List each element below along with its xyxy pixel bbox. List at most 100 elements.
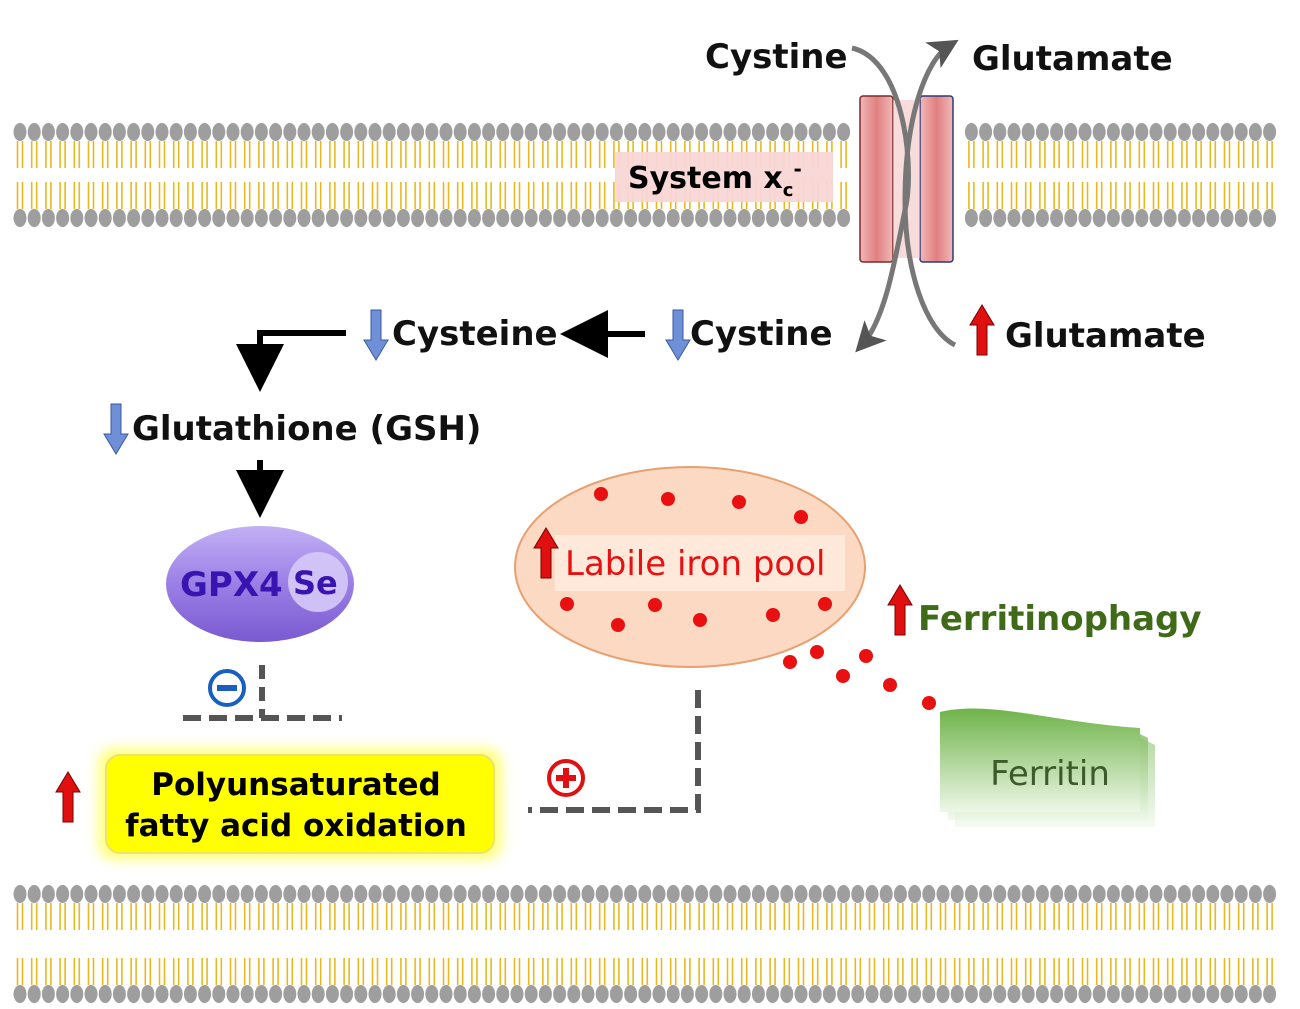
selenium-cofactor (288, 552, 348, 612)
lipid-head (411, 123, 425, 141)
lipid-head (609, 985, 623, 1003)
lipid-head (1163, 885, 1177, 903)
lipid-head (979, 985, 993, 1003)
lipid-head (553, 985, 567, 1003)
lipid-head (1078, 209, 1092, 227)
iron-dot (883, 678, 897, 692)
lipid-head (382, 209, 396, 227)
lipid-head (737, 985, 751, 1003)
lipid-head (368, 885, 382, 903)
lipid-head (822, 123, 836, 141)
lipid-head (723, 209, 737, 227)
lipid-head (993, 123, 1007, 141)
lipid-head (411, 885, 425, 903)
lipid-head (169, 985, 183, 1003)
lipid-head (524, 885, 538, 903)
labile-iron-label-bg (555, 535, 845, 591)
lipid-head (155, 885, 169, 903)
lipid-head (893, 985, 907, 1003)
lipid-head (1248, 985, 1262, 1003)
lipid-head (1192, 885, 1206, 903)
lipid-head (482, 123, 496, 141)
gsh-label: Glutathione (GSH) (132, 409, 481, 449)
iron-dot (836, 669, 850, 683)
lipid-head (425, 209, 439, 227)
lipid-head (624, 209, 638, 227)
lipid-head (879, 985, 893, 1003)
lipid-head (652, 123, 666, 141)
lipid-head (553, 209, 567, 227)
lipid-head (183, 985, 197, 1003)
lipid-head (1177, 209, 1191, 227)
lipid-head (1149, 209, 1163, 227)
lipid-head (482, 209, 496, 227)
lipid-head (1064, 123, 1078, 141)
lipid-head (127, 985, 141, 1003)
iron-dot (922, 696, 936, 710)
lipid-head (581, 985, 595, 1003)
lipid-head (723, 885, 737, 903)
gpx4-label: GPX4 (180, 565, 283, 605)
lipid-head (908, 985, 922, 1003)
lipid-head (56, 985, 70, 1003)
lipid-head (226, 123, 240, 141)
lipid-head (751, 123, 765, 141)
lipid-head (524, 123, 538, 141)
lipid-head (808, 123, 822, 141)
lipid-head (737, 885, 751, 903)
lipid-head (780, 985, 794, 1003)
lipid-head (98, 985, 112, 1003)
lipid-head (13, 123, 27, 141)
lipid-head (98, 885, 112, 903)
lipid-head (13, 985, 27, 1003)
lipid-head (155, 985, 169, 1003)
lipid-head (98, 123, 112, 141)
lipid-head (666, 123, 680, 141)
lipid-head (993, 885, 1007, 903)
lipid-head (794, 123, 808, 141)
lipid-head (297, 885, 311, 903)
lipid-head (1021, 885, 1035, 903)
lipid-head (865, 885, 879, 903)
lipid-head (709, 985, 723, 1003)
lipid-head (56, 123, 70, 141)
lipid-head (709, 123, 723, 141)
lipid-head (695, 985, 709, 1003)
lipid-head (837, 209, 851, 227)
lipid-head (98, 209, 112, 227)
lipid-head (1234, 985, 1248, 1003)
lipid-head (183, 209, 197, 227)
lipid-head (297, 985, 311, 1003)
lipid-head (1121, 985, 1135, 1003)
glutamate-increase-arrow-icon (969, 304, 995, 356)
lipid-head (396, 985, 410, 1003)
lipid-head (13, 209, 27, 227)
lipid-head (1192, 985, 1206, 1003)
lipid-head (936, 985, 950, 1003)
lipid-head (354, 985, 368, 1003)
lipid-head (979, 209, 993, 227)
lipid-head (794, 985, 808, 1003)
lipid-head (467, 209, 481, 227)
lipid-head (1021, 985, 1035, 1003)
lipid-head (354, 885, 368, 903)
lipid-head (482, 985, 496, 1003)
lipid-head (254, 123, 268, 141)
iron-dot (594, 487, 608, 501)
lipid-head (311, 123, 325, 141)
lipid-head (964, 123, 978, 141)
lipid-head (808, 209, 822, 227)
lipid-head (766, 985, 780, 1003)
lipid-head (964, 885, 978, 903)
lipid-head (964, 985, 978, 1003)
iron-dot (810, 645, 824, 659)
lipid-head (169, 123, 183, 141)
lipid-head (368, 985, 382, 1003)
lipid-head (837, 985, 851, 1003)
lipid-head (766, 123, 780, 141)
lipid-head (439, 885, 453, 903)
lipid-head (84, 985, 98, 1003)
lipid-head (1206, 985, 1220, 1003)
lipid-head (1220, 885, 1234, 903)
lipid-head (666, 209, 680, 227)
